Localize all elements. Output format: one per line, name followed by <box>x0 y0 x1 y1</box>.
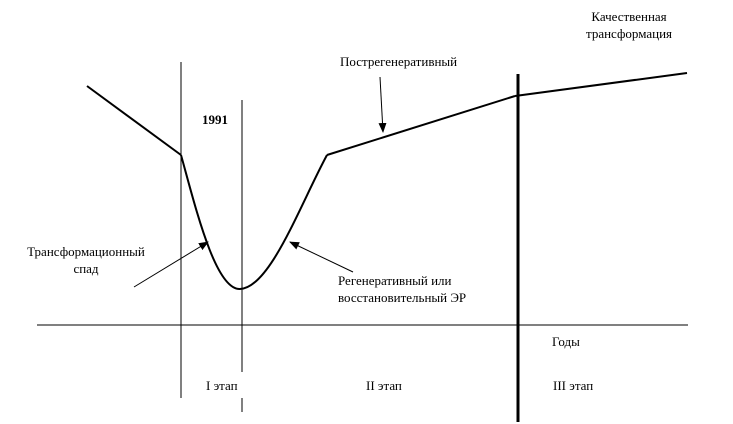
decline-arrow <box>133 241 209 288</box>
stage-3-label: III этап <box>553 378 594 393</box>
postregenerative-arrow <box>378 76 387 133</box>
qualitative-transformation-segment <box>514 72 688 97</box>
regenerative-label-line2: восстановительный ЭР <box>338 290 467 305</box>
transformational-decline-label: Трансформационный спад <box>12 243 160 277</box>
year-1991-label: 1991 <box>202 112 228 127</box>
transformational-decline-curve <box>180 154 241 291</box>
regenerative-arrow <box>289 241 354 273</box>
stage-2-label: II этап <box>366 378 402 393</box>
qualitative-transformation-label-line2: трансформация <box>585 26 673 41</box>
regenerative-label-line1: Регенеративный или <box>338 273 452 288</box>
transformational-decline-label-line2: спад <box>73 261 99 276</box>
stage-1-label: I этап <box>206 378 238 393</box>
postregenerative-segment <box>326 95 516 156</box>
postregenerative-label: Пострегенеративный <box>340 54 458 69</box>
qualitative-transformation-label-line1: Качественная <box>591 9 667 24</box>
pre-transformation-segment <box>86 85 182 156</box>
regenerative-label: Регенеративный или восстановительный ЭР <box>338 272 466 306</box>
regenerative-recovery-curve <box>239 154 328 290</box>
transformational-decline-label-line1: Трансформационный <box>27 244 145 259</box>
qualitative-transformation-label: Качественная трансформация <box>563 8 695 42</box>
years-axis-label: Годы <box>552 334 580 349</box>
